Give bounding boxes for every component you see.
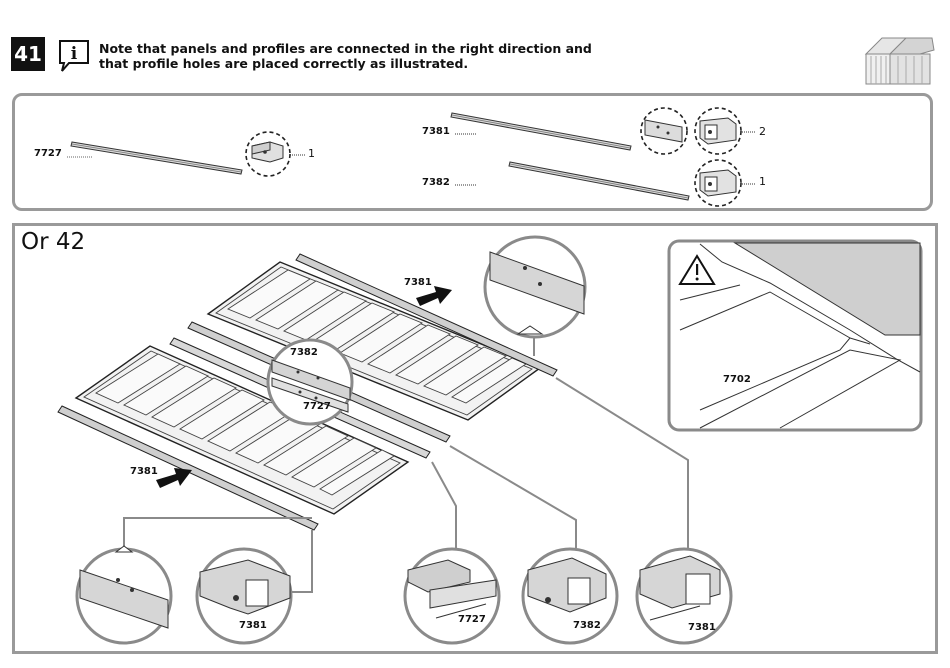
callout-detail-3: 7382 [573,620,601,631]
top-rail-magnifier [485,237,585,356]
part-7727-profile-detail [246,132,306,176]
part-7381-profile-detail-b [695,108,756,154]
detail-circle-7727-end [405,549,499,643]
callout-detail-4: 7381 [688,622,716,633]
part-7381-profile-detail-a [641,108,687,154]
detail-circle-7381-channel [637,549,731,643]
callout-top-rail: 7381 [404,277,432,288]
part-label-7382: 7382 [422,177,450,188]
callout-center-lower: 7727 [303,401,331,412]
part-label-7727: 7727 [34,148,62,159]
callout-bottom-rail: 7381 [130,466,158,477]
callout-detail-2: 7727 [458,614,486,625]
part-7382-profile-detail [695,160,756,206]
arrow-icon [156,468,192,488]
part-label-7381: 7381 [422,126,450,137]
detail-circle-holes [77,546,171,643]
part-7727-rail [66,142,242,174]
arrow-icon [416,286,452,306]
detail-circle-7382-end [523,549,617,643]
part-qty-7382: 1 [759,175,766,188]
part-qty-7381: 2 [759,125,766,138]
part-7382-rail [454,162,689,200]
warning-detail-box [669,241,921,430]
part-qty-7727: 1 [308,147,315,160]
callout-warning-detail: 7702 [723,374,751,385]
callout-detail-1: 7381 [239,620,267,631]
callout-center-upper: 7382 [290,347,318,358]
part-7381-rail [451,113,631,150]
